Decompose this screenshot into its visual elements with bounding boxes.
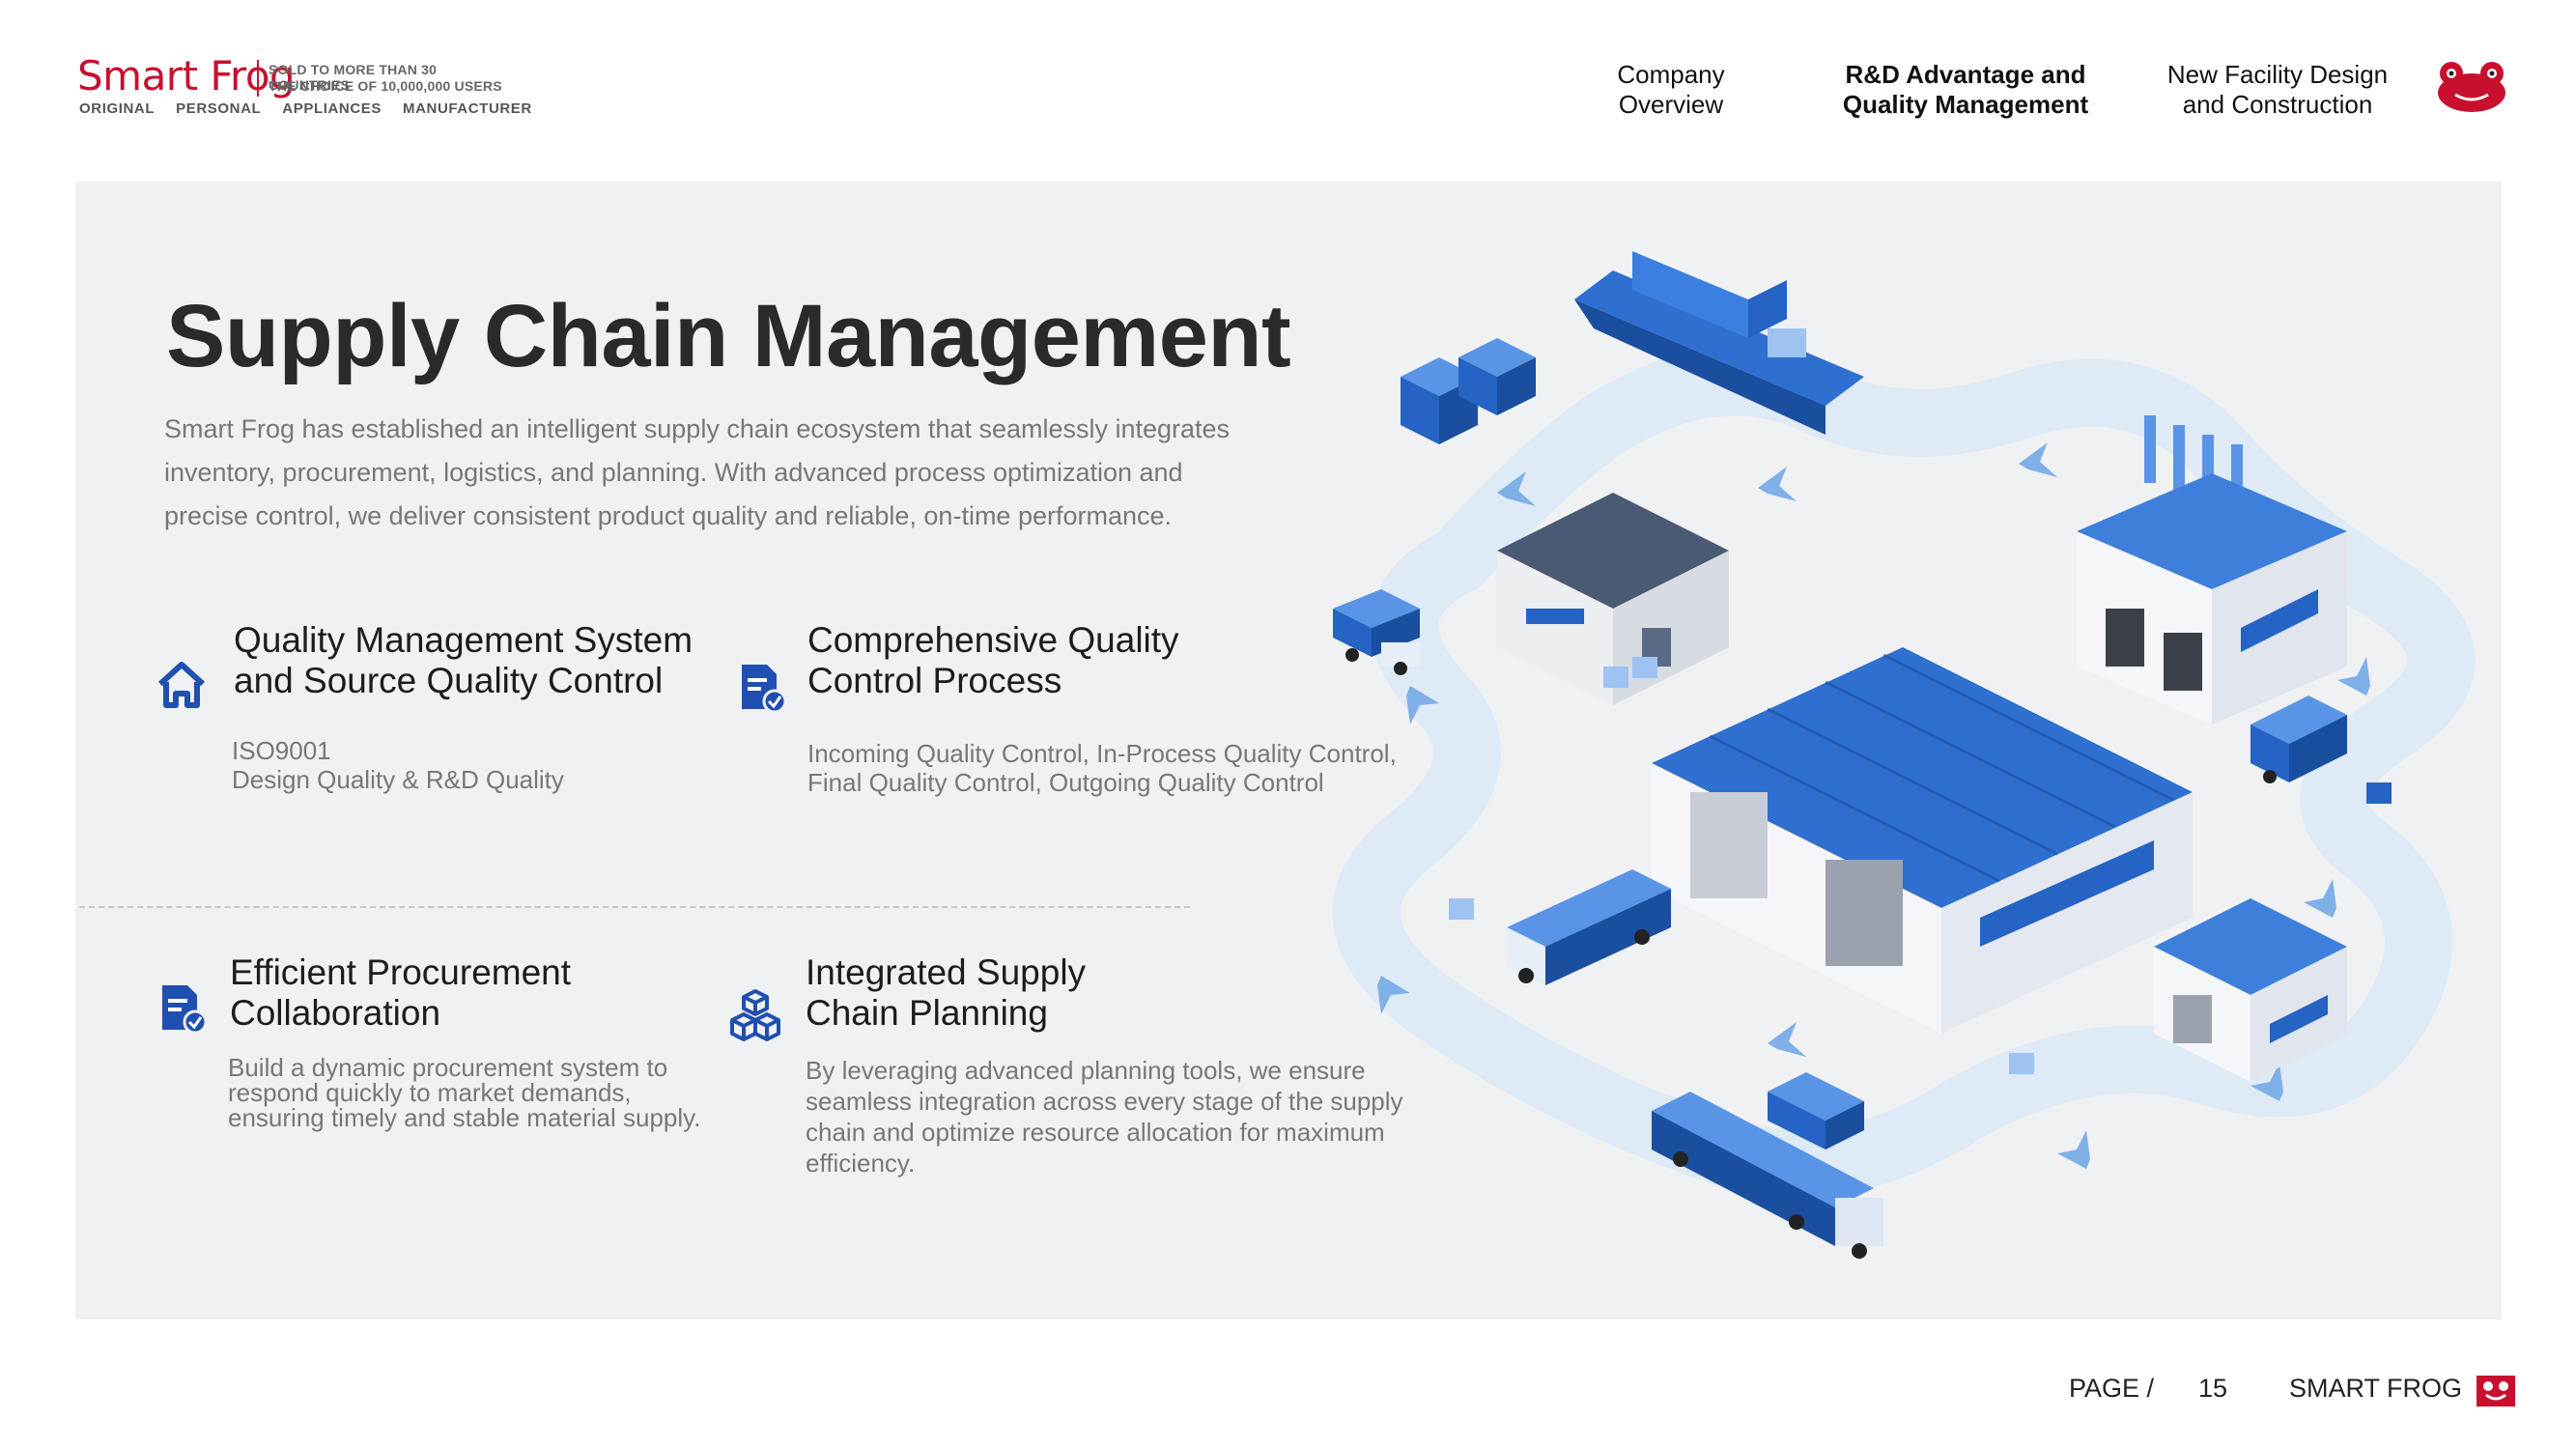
feature-title-line: Collaboration (230, 993, 441, 1033)
feature-title-qms: Quality Management System and Source Qua… (234, 620, 693, 701)
truck-icon (2250, 696, 2347, 783)
feature-title-line: Chain Planning (806, 993, 1048, 1033)
main-warehouse (1652, 647, 2193, 1034)
container-stack (1401, 338, 1536, 444)
nav-item-rd-quality[interactable]: R&D Advantage and Quality Management (1826, 60, 2106, 120)
truck-icon (1652, 1092, 1883, 1259)
feature-desc-line: Final Quality Control, Outgoing Quality … (807, 768, 1324, 797)
brand-sub-word: ORIGINAL (79, 100, 156, 117)
feature-title-line: Control Process (807, 661, 1062, 700)
feature-desc-planning: By leveraging advanced planning tools, w… (806, 1055, 1403, 1179)
house-icon (157, 662, 206, 708)
feature-desc-procurement: Build a dynamic procurement system to re… (228, 1055, 700, 1130)
nav-item-line: Company (1617, 60, 1725, 89)
isometric-logistics-illustration (1332, 251, 2476, 1259)
feature-desc-line: ISO9001 (232, 736, 331, 765)
document-check-icon (162, 985, 208, 1035)
feature-desc-line: Build a dynamic procurement system to (228, 1053, 668, 1082)
feature-title-planning: Integrated Supply Chain Planning (806, 952, 1086, 1034)
truck-icon (1333, 589, 1420, 675)
brand-logo[interactable]: Smart Frog SOLD TO MORE THAN 30 COUNTRIE… (77, 52, 531, 122)
frog-icon (2477, 1376, 2515, 1406)
logo-divider (257, 60, 259, 97)
brand-tagline-1: SOLD TO MORE THAN 30 COUNTRIES (269, 62, 438, 93)
brand-sub-word: APPLIANCES (282, 100, 382, 117)
container-icon (1768, 1072, 1864, 1150)
feature-desc-line: ensuring timely and stable material supp… (228, 1103, 701, 1132)
truck-icon (1507, 869, 1671, 985)
nav-item-line: Quality Management (1842, 90, 2089, 119)
nav-item-line: R&D Advantage and (1845, 60, 2086, 89)
section-divider (79, 906, 1190, 908)
feature-title-quality-control: Comprehensive Quality Control Process (807, 620, 1179, 701)
feature-desc-line: Design Quality & R&D Quality (232, 765, 564, 794)
brand-sub-word: PERSONAL (176, 100, 262, 117)
feature-title-line: Comprehensive Quality (807, 620, 1179, 660)
brand-sub-word: MANUFACTURER (402, 100, 532, 117)
feature-title-line: Efficient Procurement (230, 952, 572, 992)
feature-desc-line: seamless integration across every stage … (806, 1087, 1403, 1116)
footer-brand: SMART FROG (2289, 1374, 2463, 1403)
feature-desc-line: respond quickly to market demands, (228, 1078, 632, 1107)
chevron-icons (1377, 442, 2370, 1169)
nav-item-line: and Construction (2182, 90, 2373, 119)
cargo-ship (1574, 251, 1864, 435)
box-icons (1449, 657, 2392, 1074)
brand-sub-words: ORIGINAL PERSONAL APPLIANCES MANUFACTURE… (79, 100, 532, 117)
nav-item-new-facility[interactable]: New Facility Design and Construction (2152, 60, 2403, 120)
feature-desc-quality-control: Incoming Quality Control, In-Process Qua… (807, 739, 1397, 797)
feature-desc-line: chain and optimize resource allocation f… (806, 1118, 1385, 1147)
page-number: 15 (2198, 1374, 2228, 1403)
brand-tagline-2: THE CHOICE OF 10,000,000 USERS (269, 78, 502, 94)
intro-text: Smart Frog has established an intelligen… (164, 414, 1231, 530)
brand-name: Smart Frog (77, 52, 296, 99)
feature-desc-qms: ISO9001 Design Quality & R&D Quality (232, 736, 564, 794)
page-label: PAGE / (2069, 1374, 2155, 1403)
nav-item-line: Overview (1618, 90, 1724, 119)
factory (2077, 415, 2347, 724)
feature-title-line: and Source Quality Control (234, 661, 664, 700)
page-title: Supply Chain Management (166, 287, 1291, 385)
feature-title-line: Quality Management System (234, 620, 694, 660)
feature-desc-line: By leveraging advanced planning tools, w… (806, 1056, 1366, 1085)
feature-title-line: Integrated Supply (806, 952, 1087, 992)
feature-desc-line: efficiency. (806, 1149, 916, 1178)
cubes-icon (730, 989, 780, 1041)
nav-item-line: New Facility Design (2166, 60, 2389, 89)
feature-title-procurement: Efficient Procurement Collaboration (230, 952, 571, 1034)
feature-desc-line: Incoming Quality Control, In-Process Qua… (807, 739, 1397, 768)
document-check-icon (742, 665, 787, 714)
nav-item-company-overview[interactable]: Company Overview (1584, 60, 1758, 120)
frog-icon[interactable] (2436, 60, 2507, 114)
small-house (2154, 898, 2347, 1082)
road-path (1332, 348, 2476, 1197)
